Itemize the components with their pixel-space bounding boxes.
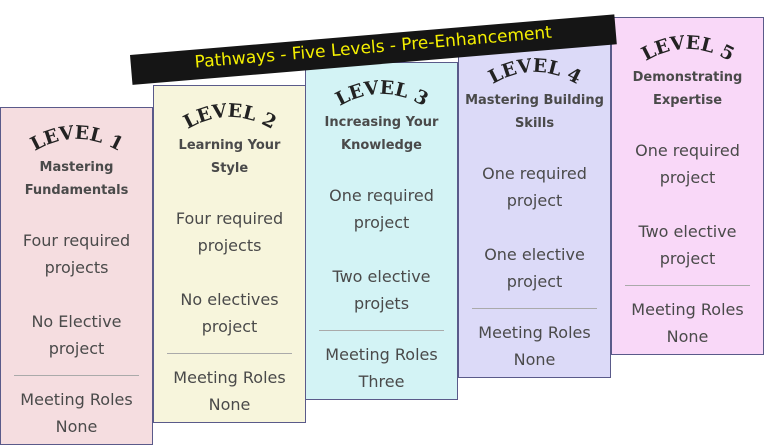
divider	[625, 285, 750, 286]
level-heading: LEVEL 3	[332, 77, 432, 111]
divider	[319, 330, 444, 331]
level-heading: LEVEL 5	[638, 32, 738, 66]
level-heading: LEVEL 2	[180, 100, 280, 134]
svg-text:LEVEL 5: LEVEL 5	[638, 32, 738, 66]
divider	[167, 353, 292, 354]
level-heading: LEVEL 1	[27, 122, 127, 156]
divider	[14, 375, 139, 376]
svg-text:LEVEL 1: LEVEL 1	[27, 122, 127, 156]
divider	[472, 308, 597, 309]
svg-text:LEVEL 4: LEVEL 4	[485, 55, 585, 89]
level-heading: LEVEL 4	[485, 55, 585, 89]
svg-text:LEVEL 3: LEVEL 3	[332, 77, 432, 111]
svg-text:LEVEL 2: LEVEL 2	[180, 100, 280, 134]
